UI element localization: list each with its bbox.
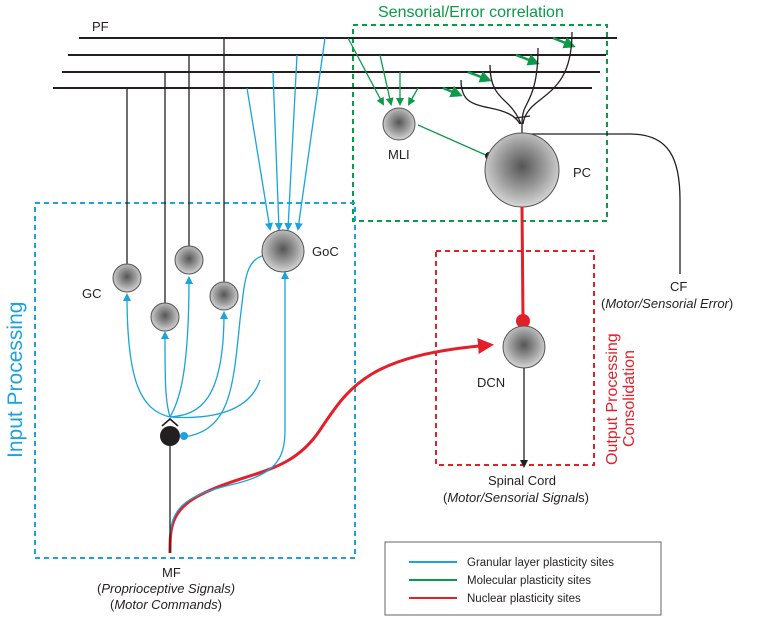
sensorial-region-title: Sensorial/Error correlation <box>378 4 564 21</box>
mf-sublabel-2: (Motor Commands) <box>110 597 222 612</box>
goc-glomerulus-connection <box>183 254 266 438</box>
output-region-title-line2: Consolidation <box>621 350 638 447</box>
parallel-fibers <box>53 37 617 89</box>
gc-cell <box>174 245 204 275</box>
spinal-cord-sublabel: (Motor/Sensorial Signals) <box>443 490 589 505</box>
mf-sublabel-1: (Proprioceptive Signals) <box>97 581 235 596</box>
legend: Granular layer plasticity sites Molecula… <box>384 541 662 616</box>
input-region-title: Input Processing <box>4 302 27 458</box>
gc-cell <box>112 263 142 293</box>
spinal-cord-label: Spinal Cord <box>488 473 556 488</box>
pc-label: PC <box>573 165 591 180</box>
legend-label-granular: Granular layer plasticity sites <box>467 557 614 569</box>
input-region-box <box>34 202 356 559</box>
mf-glomerulus <box>160 426 180 446</box>
mf-dcn-connection <box>168 338 494 554</box>
cf-sublabel: (Motor/Sensorial Error) <box>601 296 733 311</box>
mf-gc-connections <box>123 276 261 419</box>
mli-cell <box>382 107 416 141</box>
glomerulus-cap-icon <box>161 417 179 427</box>
sensorial-region-box <box>352 24 608 222</box>
gc-cell <box>150 302 180 332</box>
pc-cell <box>484 132 560 208</box>
pf-pc-connections <box>442 36 576 98</box>
pf-mli-connections <box>347 37 419 106</box>
legend-label-molecular: Molecular plasticity sites <box>467 575 591 587</box>
dcn-cell <box>502 325 546 369</box>
mli-label: MLI <box>388 147 410 162</box>
gc-label: GC <box>82 286 102 301</box>
pf-goc-connections <box>246 37 326 231</box>
granule-axons <box>126 38 225 305</box>
mli-pc-connection <box>417 124 489 157</box>
pc-dendrites <box>460 31 573 135</box>
gc-cell <box>209 281 239 311</box>
goc-synapse <box>180 432 188 440</box>
output-region-box <box>435 250 595 466</box>
pc-dcn-connection <box>520 206 525 319</box>
mf-label: MF <box>162 565 181 580</box>
pc-dcn-synapse <box>516 314 530 328</box>
dcn-label: DCN <box>477 375 505 390</box>
cf-label: CF <box>670 279 687 294</box>
legend-label-nuclear: Nuclear plasticity sites <box>467 593 581 605</box>
output-region-title-line1: Output Processing <box>604 333 621 465</box>
goc-cell <box>261 229 305 273</box>
pf-label: PF <box>92 19 109 34</box>
goc-label: GoC <box>312 244 339 259</box>
climbing-fiber <box>522 133 681 274</box>
legend-box <box>384 541 662 616</box>
mf-goc-connection <box>169 271 289 536</box>
